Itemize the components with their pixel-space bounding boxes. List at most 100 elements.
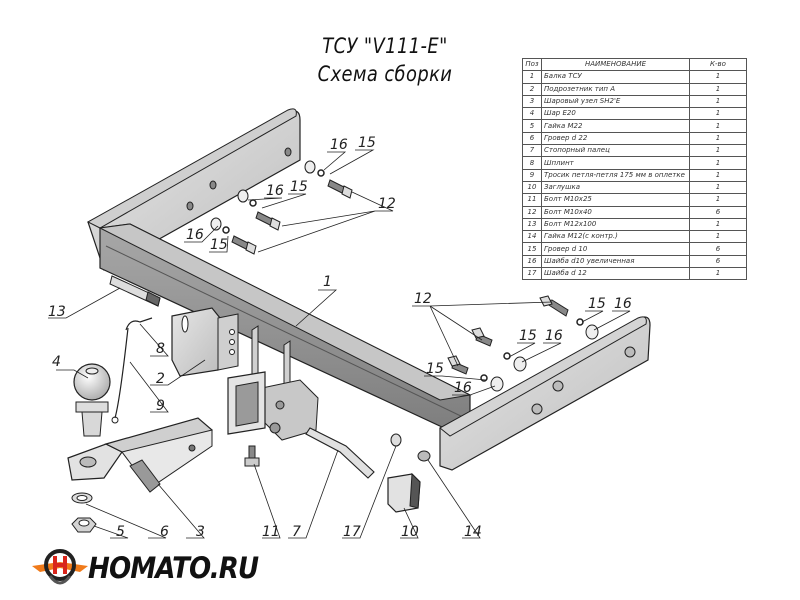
cell-qty: 1 bbox=[689, 193, 747, 207]
cell-name: Болт М12х100 bbox=[541, 217, 690, 232]
callout-17: 17 bbox=[343, 524, 361, 540]
callout-11: 11 bbox=[262, 524, 280, 540]
cell-qty: 1 bbox=[689, 180, 747, 195]
cell-pos: 3 bbox=[522, 94, 542, 109]
cell-pos: 12 bbox=[522, 205, 542, 219]
cell-qty: 1 bbox=[689, 119, 747, 133]
cell-qty: 1 bbox=[689, 82, 747, 96]
cell-name: Шар E20 bbox=[541, 107, 690, 121]
cell-qty: 1 bbox=[689, 230, 747, 244]
leader-lines bbox=[48, 149, 631, 539]
cell-qty: 1 bbox=[689, 168, 747, 182]
callout-16: 16 bbox=[186, 227, 204, 243]
homato-logo-emblem bbox=[32, 549, 88, 585]
bolt-m12x100 bbox=[109, 275, 161, 307]
callout-3: 3 bbox=[196, 524, 205, 540]
cell-qty: 6 bbox=[689, 242, 747, 256]
callout-1: 1 bbox=[323, 274, 332, 290]
cell-name: Шплинт bbox=[541, 156, 690, 170]
callout-12: 12 bbox=[414, 291, 432, 307]
cell-qty: 1 bbox=[689, 156, 747, 170]
cell-name: Заглушка bbox=[541, 180, 690, 195]
parts-table-header: Поз НАИМЕНОВАНИЕ К-во bbox=[522, 57, 747, 72]
callout-14: 14 bbox=[464, 524, 482, 540]
receiver-mount bbox=[227, 325, 319, 441]
cell-pos: 1 bbox=[522, 70, 542, 84]
callout-labels: 1 2 3 4 5 6 7 8 9 10 11 12 12 13 14 15 1… bbox=[48, 135, 632, 540]
cell-name: Гровер d 10 bbox=[541, 242, 690, 256]
callout-4: 4 bbox=[52, 354, 61, 370]
callout-8: 8 bbox=[156, 341, 165, 357]
cell-qty: 1 bbox=[689, 144, 747, 158]
callout-16: 16 bbox=[545, 328, 563, 344]
cell-pos: 15 bbox=[522, 242, 542, 256]
cell-name: Гайка М22 bbox=[541, 119, 690, 133]
cell-qty: 1 bbox=[689, 131, 747, 146]
cell-name: Подрозетник тип А bbox=[541, 82, 690, 96]
cotter-pin-and-cable bbox=[111, 317, 153, 424]
right-side-bracket bbox=[439, 316, 651, 471]
diagram-subtitle: Схема сборки bbox=[317, 62, 453, 86]
homato-logo-text: HOMATO.RU bbox=[88, 551, 259, 585]
cell-pos: 5 bbox=[522, 119, 542, 133]
cell-pos: 8 bbox=[522, 156, 542, 170]
callout-15: 15 bbox=[290, 179, 308, 195]
header-name: НАИМЕНОВАНИЕ bbox=[541, 57, 690, 72]
end-cap bbox=[387, 472, 421, 513]
callout-12: 12 bbox=[378, 196, 396, 212]
cell-qty: 6 bbox=[689, 254, 747, 269]
cell-name: Болт М10х40 bbox=[541, 205, 690, 219]
callout-15: 15 bbox=[210, 237, 228, 253]
callout-9: 9 bbox=[156, 398, 165, 414]
callout-15: 15 bbox=[426, 361, 444, 377]
cell-qty: 1 bbox=[689, 267, 747, 281]
header-pos: Поз bbox=[522, 57, 542, 72]
cell-qty: 1 bbox=[689, 94, 747, 109]
socket-plate bbox=[171, 307, 239, 377]
washer-d12 bbox=[390, 433, 402, 447]
cell-pos: 11 bbox=[522, 193, 542, 207]
cell-pos: 6 bbox=[522, 131, 542, 146]
cell-pos: 7 bbox=[522, 144, 542, 158]
cell-name: Шайба d 12 bbox=[541, 267, 690, 281]
callout-16: 16 bbox=[266, 183, 284, 199]
cell-pos: 4 bbox=[522, 107, 542, 121]
callout-16: 16 bbox=[454, 380, 472, 396]
cell-pos: 14 bbox=[522, 230, 542, 244]
cell-name: Шаровый узел SH2'E bbox=[541, 94, 690, 109]
cell-name: Гайка М12(с контр.) bbox=[541, 230, 690, 244]
cell-name: Стопорный палец bbox=[541, 144, 690, 158]
cell-qty: 1 bbox=[689, 70, 747, 84]
callout-10: 10 bbox=[401, 524, 419, 540]
cell-qty: 1 bbox=[689, 107, 747, 121]
callout-16: 16 bbox=[614, 296, 632, 312]
callout-16: 16 bbox=[330, 137, 348, 153]
cell-pos: 10 bbox=[522, 180, 542, 195]
locking-pin bbox=[305, 427, 375, 479]
callout-15: 15 bbox=[588, 296, 606, 312]
callout-15: 15 bbox=[358, 135, 376, 151]
cell-name: Болт М10х25 bbox=[541, 193, 690, 207]
callout-7: 7 bbox=[292, 524, 301, 540]
cell-pos: 9 bbox=[522, 168, 542, 182]
cell-name: Тросик петля-петля 175 мм в оплетке bbox=[541, 168, 690, 182]
ball-mount bbox=[67, 417, 213, 493]
nut-m12 bbox=[417, 450, 431, 462]
callout-15: 15 bbox=[519, 328, 537, 344]
cell-name: Шайба d10 увеличенная bbox=[541, 254, 690, 269]
